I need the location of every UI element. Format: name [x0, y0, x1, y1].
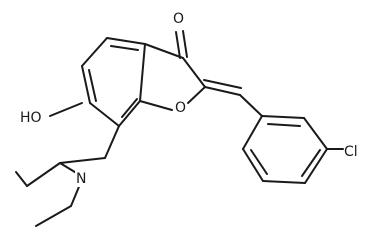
- hydroxyl-bond: [49, 102, 83, 117]
- carbonyl-oxygen-label: O: [173, 11, 184, 27]
- aminomethyl-chain: [15, 125, 120, 227]
- exocyclic-double-bond: [203, 79, 242, 96]
- fused-benzene-ring: [81, 37, 146, 127]
- amine-nitrogen-label: N: [76, 171, 86, 187]
- amine-label-backdrop: [75, 170, 90, 187]
- carbonyl-bond: [175, 30, 188, 59]
- furanone-ring: [139, 43, 206, 111]
- hydroxyl-label: HO: [20, 110, 42, 126]
- ring-oxygen-label: O: [175, 100, 186, 116]
- chlorine-label: Cl: [344, 144, 358, 160]
- vinyl-bond: [239, 94, 263, 117]
- chlorophenyl-ring: [242, 115, 328, 184]
